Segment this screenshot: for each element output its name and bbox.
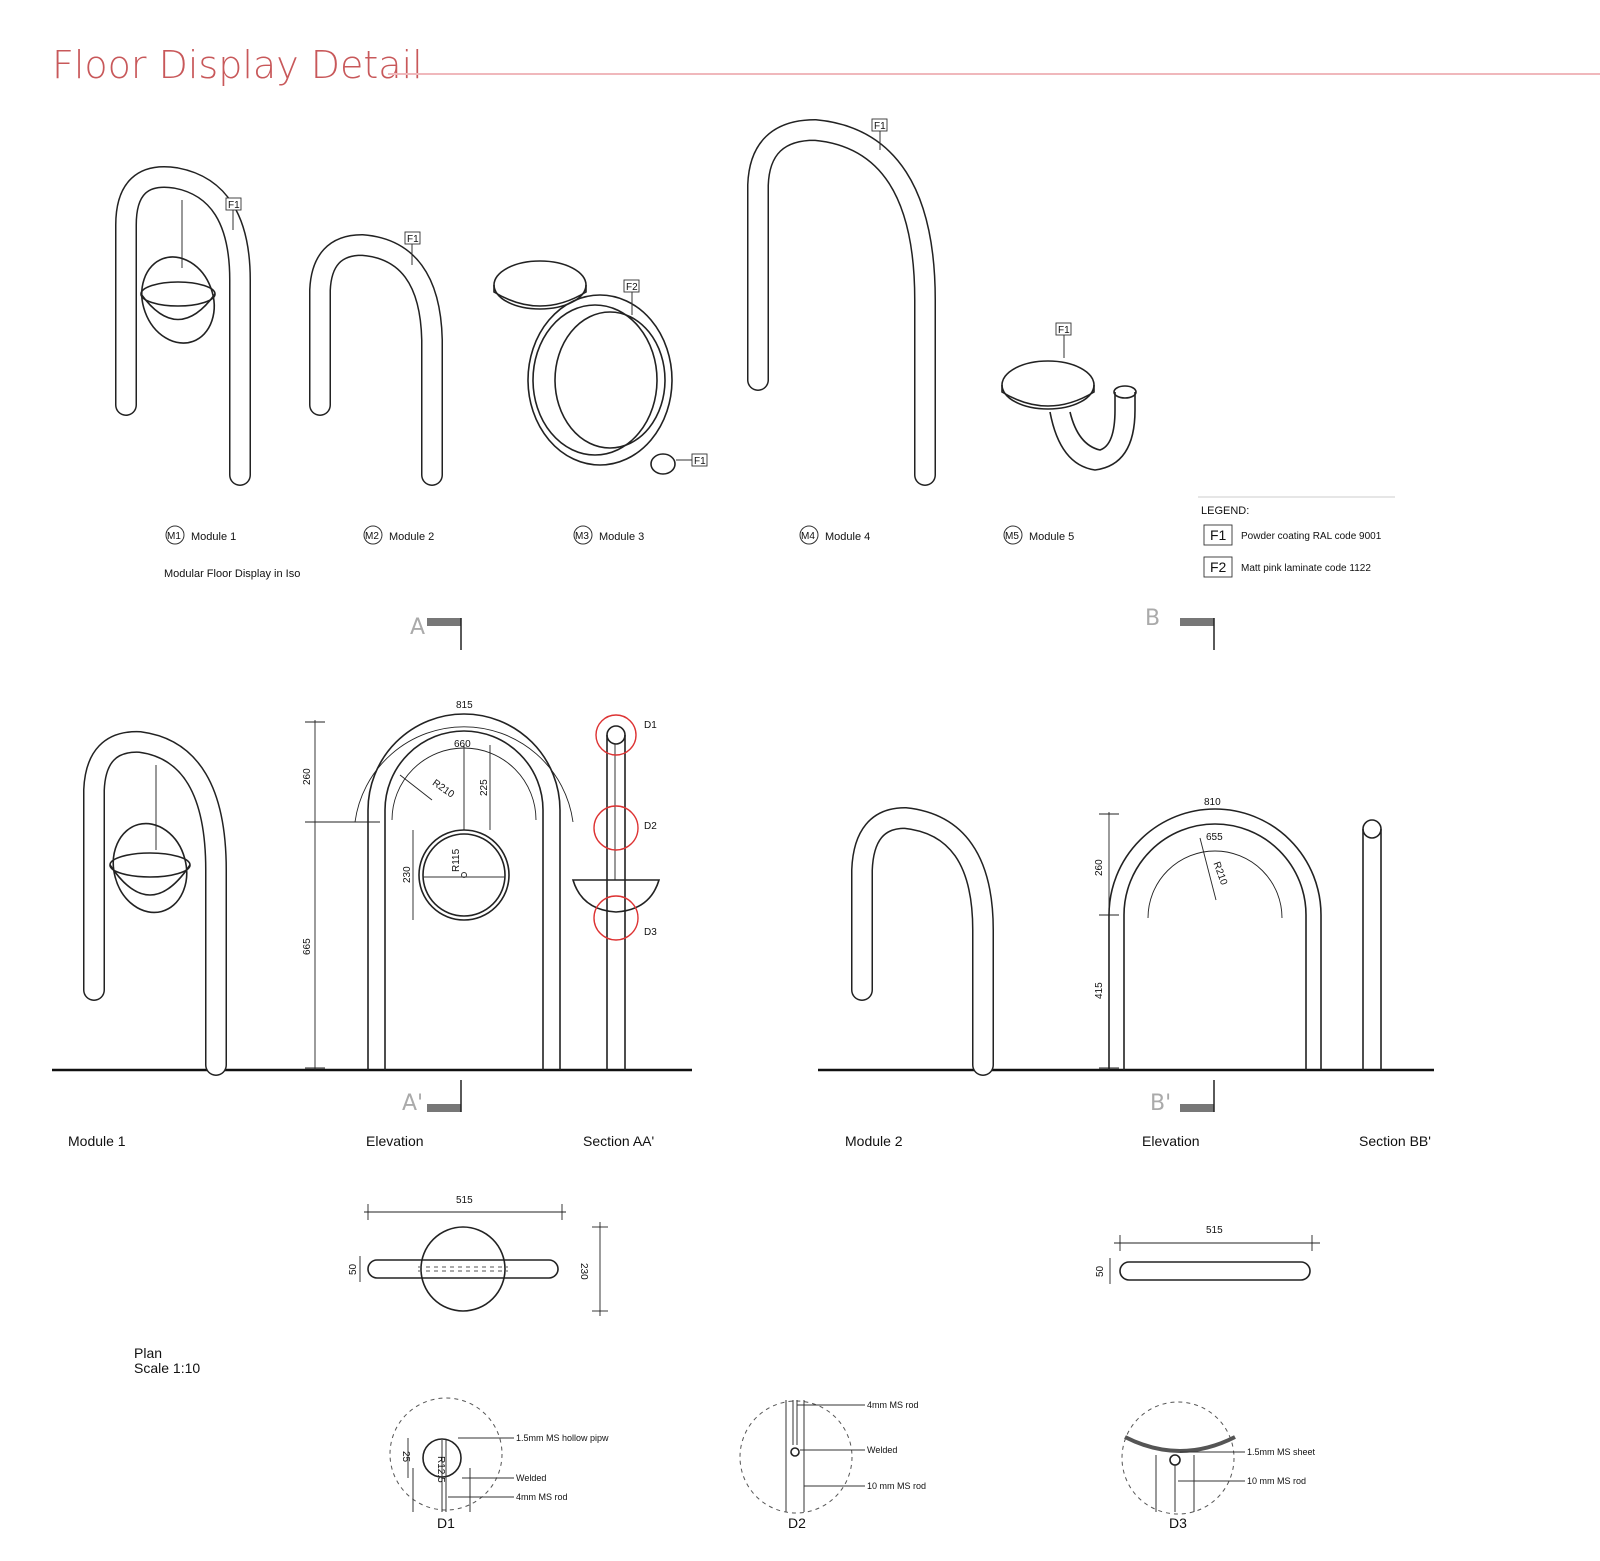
m2-dim-arc-outer: 810 xyxy=(1204,797,1221,808)
iso-m4-finish-tag: F1 xyxy=(874,121,886,132)
legend-text-f1: Powder coating RAL code 9001 xyxy=(1241,531,1382,542)
detail-d1: 25 R12.5 1.5mm MS hollow pipw Welded 4mm… xyxy=(389,1397,609,1531)
legend-code-f1: F1 xyxy=(1210,527,1227,543)
d2-note-1: 4mm MS rod xyxy=(867,1400,919,1410)
m2-dim-h-bottom: 415 xyxy=(1094,982,1105,999)
d1-note-1: 1.5mm MS hollow pipw xyxy=(516,1433,609,1443)
section-a-prime: A' xyxy=(402,1091,423,1116)
module2-view xyxy=(851,806,994,1076)
m1-dim-arc-inner: 660 xyxy=(454,739,471,750)
view-label-elevation1: Elevation xyxy=(366,1133,424,1149)
section-markers: A A' B B' xyxy=(402,606,1215,1116)
module2-elevation: 810 655 R210 260 415 xyxy=(1094,797,1322,1070)
m1-dim-h-top: 260 xyxy=(302,768,313,785)
view-label-section-aa: Section AA' xyxy=(583,1133,654,1149)
module-tag-m3: M3 xyxy=(575,531,589,542)
legend-heading: LEGEND: xyxy=(1201,505,1249,517)
module-name-3: Module 3 xyxy=(599,531,644,543)
m1-dim-bowl-r: R115 xyxy=(451,848,462,872)
iso-m1-finish-tag: F1 xyxy=(228,200,240,211)
m1-dim-drop: 225 xyxy=(479,779,490,796)
m1-dim-radius: R210 xyxy=(430,778,456,801)
module1-view xyxy=(83,730,227,1076)
legend: LEGEND: F1 Powder coating RAL code 9001 … xyxy=(1198,496,1395,578)
section-a: A xyxy=(410,615,425,640)
section-b: B xyxy=(1145,606,1160,631)
m2-dim-h-top: 260 xyxy=(1094,859,1105,876)
page-title: Floor Display Detail xyxy=(52,43,423,87)
m1-dim-h-bottom: 665 xyxy=(302,938,313,955)
plan-m1-width: 515 xyxy=(456,1195,473,1206)
d3-tag: D3 xyxy=(1169,1515,1187,1531)
d1-note-2: Welded xyxy=(516,1473,546,1483)
iso-module-4: F1 xyxy=(747,118,936,486)
module1-section: D1 D2 D3 xyxy=(571,714,661,1070)
plan-m2-width: 515 xyxy=(1206,1225,1223,1236)
plan-m1-bowl: 230 xyxy=(578,1263,589,1280)
d3-note-1: 1.5mm MS sheet xyxy=(1247,1447,1316,1457)
detail-d2: 4mm MS rod Welded 10 mm MS rod D2 xyxy=(739,1400,926,1531)
m2-dim-radius: R210 xyxy=(1211,860,1230,887)
iso-module-1: F1 xyxy=(115,166,251,486)
module-tag-m2: M2 xyxy=(365,531,379,542)
d2-note-3: 10 mm MS rod xyxy=(867,1481,926,1491)
module-tag-m1: M1 xyxy=(167,531,181,542)
iso-m2-finish-tag: F1 xyxy=(407,234,419,245)
iso-m5-finish-tag: F1 xyxy=(1058,325,1070,336)
module-name-1: Module 1 xyxy=(191,531,236,543)
module-name-5: Module 5 xyxy=(1029,531,1074,543)
view-label-module2: Module 2 xyxy=(845,1133,903,1149)
d1-radius: R12.5 xyxy=(435,1456,446,1483)
module2-section xyxy=(1362,819,1382,1070)
d2-note-2: Welded xyxy=(867,1445,897,1455)
d3-note-2: 10 mm MS rod xyxy=(1247,1476,1306,1486)
module-name-4: Module 4 xyxy=(825,531,870,543)
iso-module-3: F2 F1 xyxy=(493,260,708,475)
d1-dia: 25 xyxy=(400,1451,411,1463)
legend-code-f2: F2 xyxy=(1210,559,1227,575)
module-tag-m5: M5 xyxy=(1005,531,1019,542)
m1-dim-bowl-h: 230 xyxy=(402,866,413,883)
d2-tag: D2 xyxy=(788,1515,806,1531)
view-label-module1: Module 1 xyxy=(68,1133,126,1149)
plan-m2-depth: 50 xyxy=(1095,1265,1106,1277)
m2-dim-arc-inner: 655 xyxy=(1206,832,1223,843)
m1-detail-tag-d3: D3 xyxy=(644,927,657,938)
module-name-2: Module 2 xyxy=(389,531,434,543)
plan-scale: Scale 1:10 xyxy=(134,1360,200,1376)
module1-elevation: 815 660 R210 260 665 225 230 R115 xyxy=(302,700,574,1070)
plan-module2: 515 50 xyxy=(1095,1225,1320,1284)
iso-caption: Modular Floor Display in Iso xyxy=(164,568,300,580)
plan-module1: 515 50 230 xyxy=(348,1195,608,1316)
iso-module-5: F1 xyxy=(1001,322,1137,471)
m1-detail-tag-d1: D1 xyxy=(644,720,657,731)
iso-module-labels: M1 Module 1 M2 Module 2 M3 Module 3 M4 M… xyxy=(164,525,1074,580)
m1-detail-tag-d2: D2 xyxy=(644,821,657,832)
iso-m3-finish-tag-f2: F2 xyxy=(626,282,638,293)
view-label-section-bb: Section BB' xyxy=(1359,1133,1431,1149)
legend-text-f2: Matt pink laminate code 1122 xyxy=(1241,563,1371,574)
detail-d3: 1.5mm MS sheet 10 mm MS rod D3 xyxy=(1121,1401,1316,1531)
iso-m3-finish-tag-f1: F1 xyxy=(694,456,706,467)
plan-title: Plan xyxy=(134,1345,162,1361)
d1-tag: D1 xyxy=(437,1515,455,1531)
module-tag-m4: M4 xyxy=(801,531,815,542)
iso-module-2: F1 xyxy=(309,231,443,486)
view-label-elevation2: Elevation xyxy=(1142,1133,1200,1149)
section-b-prime: B' xyxy=(1150,1091,1171,1116)
plan-m1-depth: 50 xyxy=(348,1263,359,1275)
m1-dim-arc-outer: 815 xyxy=(456,700,473,711)
d1-note-3: 4mm MS rod xyxy=(516,1492,568,1502)
